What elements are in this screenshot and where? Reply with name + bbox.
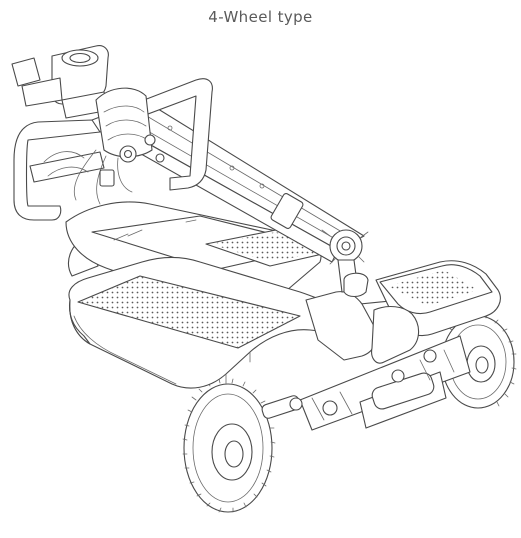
undercarriage	[299, 335, 471, 431]
scooter-body	[65, 201, 501, 389]
steering-column	[11, 45, 369, 298]
figure-caption: 4-Wheel type	[208, 8, 313, 26]
front-left-wheel	[182, 378, 303, 513]
